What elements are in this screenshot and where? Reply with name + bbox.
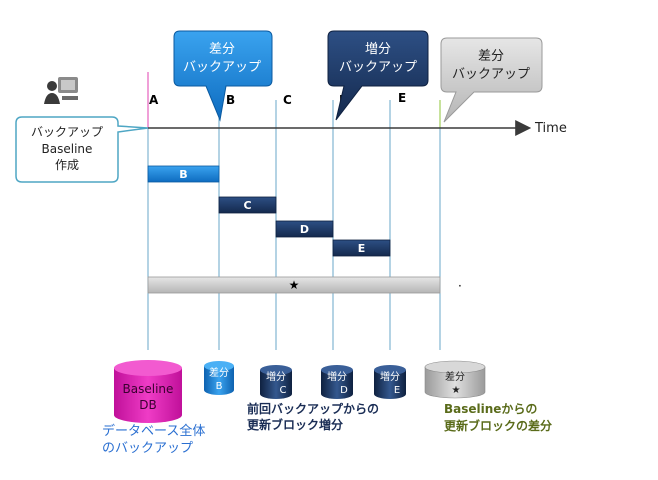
- diff-callout-right-line1: 差分: [478, 49, 504, 64]
- incremental-backup-callout: 増分 バックアップ: [327, 30, 429, 121]
- caption-incremental-line2: 更新ブロック増分: [247, 417, 343, 432]
- point-label-b: B: [226, 93, 235, 107]
- inc-c-line1: 増分: [266, 370, 286, 383]
- diff-backup-callout-right: 差分 バックアップ: [440, 37, 543, 123]
- bar-c: C: [218, 196, 277, 214]
- inc-d-line2: D: [340, 385, 348, 396]
- baseline-callout-line1: バックアップ: [31, 125, 103, 139]
- caption-full-line2: のバックアップ: [102, 441, 193, 456]
- inc-c-line2: C: [280, 385, 287, 396]
- bar-b-label: B: [179, 168, 187, 181]
- bar-b: B: [147, 165, 220, 183]
- caption-differential-line2: 更新ブロックの差分: [444, 418, 552, 433]
- axis-ticks: [147, 72, 441, 128]
- diff-star-line2: ★: [452, 385, 461, 396]
- baseline-callout: バックアップ Baseline 作成: [15, 116, 149, 183]
- bar-star: ★: [147, 276, 441, 294]
- diff-star-cylinder: 差分 ★: [424, 360, 486, 399]
- baseline-db-cylinder: Baseline DB: [114, 360, 182, 423]
- point-label-c: C: [283, 93, 292, 107]
- bar-star-label: ★: [289, 278, 300, 292]
- diff-b-cylinder: 差分 B: [204, 361, 234, 395]
- diff-star-line1: 差分: [445, 370, 465, 383]
- guide-lines: [147, 128, 441, 350]
- diff-callout-left-line2: バックアップ: [183, 60, 261, 75]
- inc-d-line1: 増分: [327, 370, 347, 383]
- inc-d-cylinder: 増分 D: [321, 365, 353, 399]
- point-label-a: A: [149, 93, 159, 107]
- diff-callout-left-line1: 差分: [209, 42, 235, 57]
- point-label-e: E: [398, 91, 406, 105]
- caption-incremental-line1: 前回バックアップからの: [247, 401, 379, 416]
- baseline-callout-line3: 作成: [55, 158, 79, 172]
- inc-e-line2: E: [394, 385, 400, 396]
- inc-c-cylinder: 増分 C: [260, 365, 292, 399]
- diff-backup-callout-left: 差分 バックアップ: [173, 30, 273, 122]
- stray-dot: ·: [458, 279, 462, 293]
- incremental-callout-line1: 増分: [365, 42, 391, 57]
- bar-e-label: E: [358, 242, 366, 255]
- diff-callout-right-line2: バックアップ: [452, 67, 530, 82]
- bar-c-label: C: [243, 199, 251, 212]
- inc-e-line1: 増分: [380, 370, 400, 383]
- user-computer-icon: [44, 77, 78, 104]
- caption-full-line1: データベース全体: [102, 423, 205, 439]
- baseline-db-line2: DB: [139, 398, 156, 412]
- diff-b-line1: 差分: [209, 366, 229, 379]
- time-axis-label: Time: [534, 121, 567, 136]
- inc-e-cylinder: 増分 E: [374, 365, 406, 399]
- bar-d: D: [275, 220, 334, 238]
- baseline-callout-line2: Baseline: [42, 142, 93, 156]
- bar-d-label: D: [300, 223, 309, 236]
- incremental-callout-line2: バックアップ: [339, 60, 417, 75]
- caption-differential-line1: Baselineからの: [444, 402, 537, 416]
- baseline-db-line1: Baseline: [123, 382, 174, 396]
- diff-b-line2: B: [216, 381, 223, 392]
- bar-e: E: [332, 239, 391, 257]
